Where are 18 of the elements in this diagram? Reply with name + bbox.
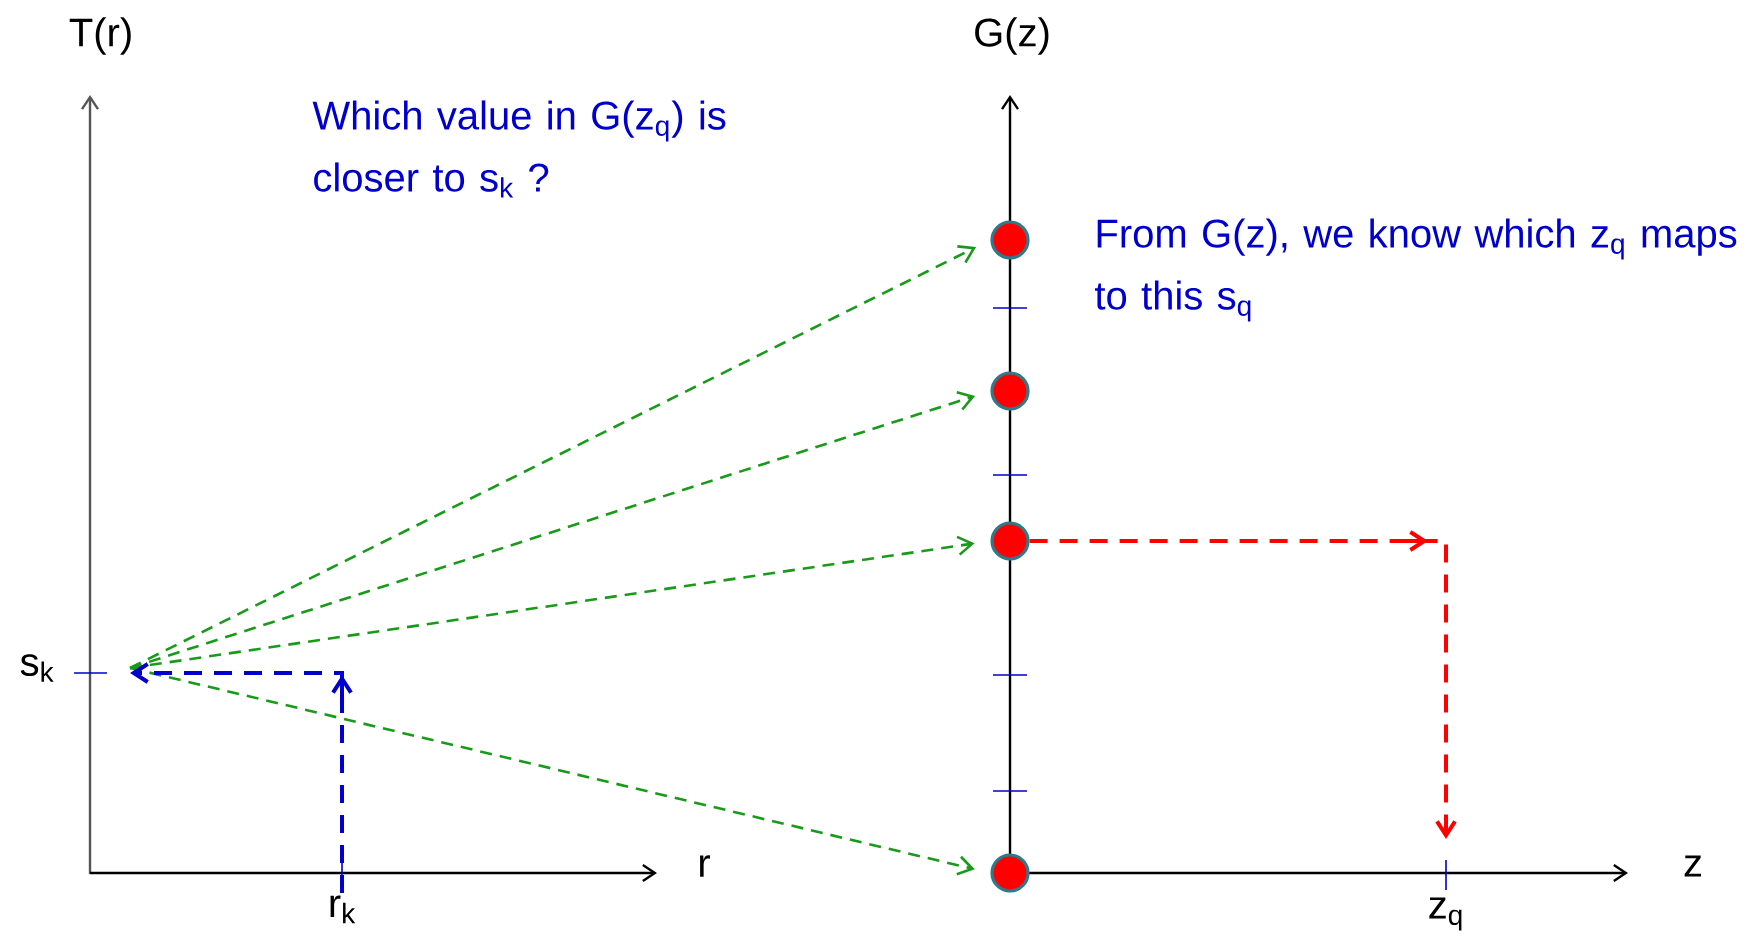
arrow (129, 666, 975, 876)
axis-label: r (700, 855, 710, 877)
point-marker (990, 521, 1030, 561)
arrow (129, 535, 975, 670)
axis-label: s$_{k}$ (20, 654, 54, 682)
arrow (1029, 530, 1457, 839)
axis-label: T(r) (69, 17, 131, 55)
tick-label: z$_{q}$ (1429, 897, 1462, 931)
note-text: From G(z), we know which z$_{q}$ maps to this s$_{q}$ (1095, 218, 1737, 322)
question-text: Which value in G(z$_{q}$) is closer to s$_{k}$ ? (312, 100, 726, 198)
point-marker (990, 220, 1030, 260)
arrow (130, 662, 353, 893)
point-marker (990, 371, 1030, 411)
axis-label: G(z) (975, 17, 1049, 55)
axis-label: z (1684, 855, 1701, 877)
tick-label: r$_{k}$ (330, 895, 356, 924)
point-marker (990, 853, 1030, 893)
arrow (129, 391, 976, 670)
